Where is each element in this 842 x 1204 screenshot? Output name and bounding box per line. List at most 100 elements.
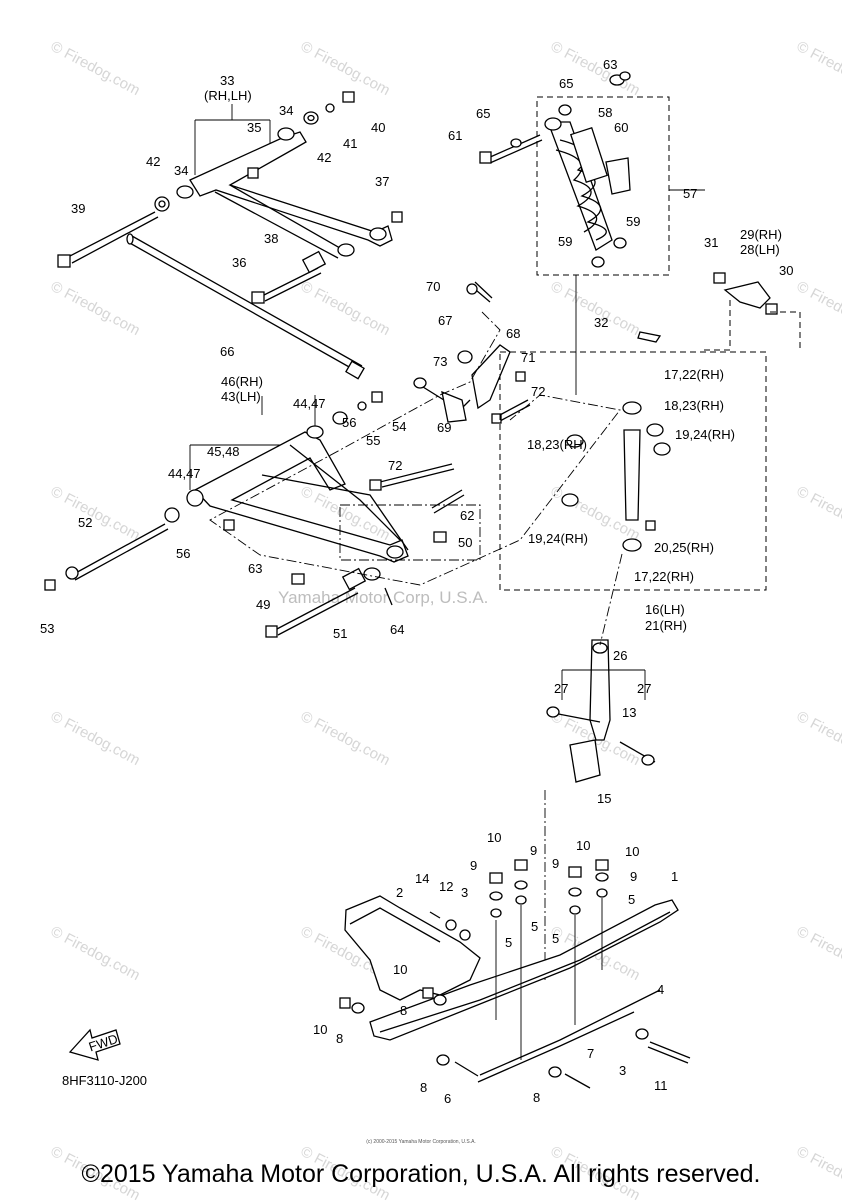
callout-label: 34 [174, 163, 188, 178]
callout-label: 68 [506, 326, 520, 341]
callout-label: 17,22(RH) [664, 367, 724, 382]
callout-label: 69 [437, 420, 451, 435]
callout-label: 54 [392, 419, 406, 434]
callout-label: 29(RH) [740, 227, 782, 242]
callout-label: 8 [400, 1003, 407, 1018]
callout-label: 8 [420, 1080, 427, 1095]
watermark-center: Yamaha Motor Corp, U.S.A. [278, 588, 489, 607]
callout-label: 44,47 [293, 396, 326, 411]
callout-label: 9 [530, 843, 537, 858]
callout-label: 34 [279, 103, 293, 118]
callout-label: 60 [614, 120, 628, 135]
callout-label: 8 [336, 1031, 343, 1046]
callout-label: 7 [587, 1046, 594, 1061]
callout-label: 5 [531, 919, 538, 934]
callout-label: 59 [558, 234, 572, 249]
callout-label: (RH,LH) [204, 88, 252, 103]
callout-label: 2 [396, 885, 403, 900]
callout-label: 17,22(RH) [634, 569, 694, 584]
callout-label: 57 [683, 186, 697, 201]
callout-label: 37 [375, 174, 389, 189]
callout-label: 36 [232, 255, 246, 270]
callout-label: 70 [426, 279, 440, 294]
callout-label: 27 [637, 681, 651, 696]
callout-label: 3 [619, 1063, 626, 1078]
callout-label: 56 [176, 546, 190, 561]
diagram-code: 8HF3110-J200 [62, 1073, 148, 1088]
callout-label: 18,23(RH) [527, 437, 587, 452]
callout-label: 21(RH) [645, 618, 687, 633]
callout-label: 14 [415, 871, 429, 886]
callout-label: 65 [476, 106, 490, 121]
callout-label: 72 [388, 458, 402, 473]
callout-label: 39 [71, 201, 85, 216]
callout-label: 15 [597, 791, 611, 806]
callout-label: 63 [248, 561, 262, 576]
callout-label: 43(LH) [221, 389, 261, 404]
callout-label: 19,24(RH) [528, 531, 588, 546]
callout-label: 65 [559, 76, 573, 91]
link-assembly [209, 275, 621, 586]
callout-label: 38 [264, 231, 278, 246]
callout-labels: 1 2 3 3 4 5 5 5 5 6 7 8 8 8 8 9 9 9 9 10… [40, 57, 793, 1106]
shock-absorber-assembly [479, 71, 705, 276]
callout-label: 71 [521, 350, 535, 365]
copyright-notice: ©2015 Yamaha Motor Corporation, U.S.A. A… [81, 1160, 761, 1188]
callout-label: 51 [333, 626, 347, 641]
callout-label: 10 [393, 962, 407, 977]
callout-label: 31 [704, 235, 718, 250]
upper-arm-assembly [57, 91, 403, 380]
callout-label: 13 [622, 705, 636, 720]
callout-label: 63 [603, 57, 617, 72]
callout-label: 58 [598, 105, 612, 120]
callout-label: 6 [444, 1091, 451, 1106]
callout-label: 1 [671, 869, 678, 884]
lower-arm-assembly [44, 391, 481, 638]
callout-label: 10 [576, 838, 590, 853]
callout-label: 10 [313, 1022, 327, 1037]
callout-label: 62 [460, 508, 474, 523]
callout-label: 50 [458, 535, 472, 550]
callout-label: 5 [628, 892, 635, 907]
callout-label: 52 [78, 515, 92, 530]
callout-label: 41 [343, 136, 357, 151]
callout-label: 16(LH) [645, 602, 685, 617]
callout-label: 46(RH) [221, 374, 263, 389]
callout-label: 53 [40, 621, 54, 636]
callout-label: 5 [505, 935, 512, 950]
fwd-arrow-icon [68, 1028, 121, 1061]
callout-label: 45,48 [207, 444, 240, 459]
callout-label: 35 [247, 120, 261, 135]
spindle-assembly [499, 272, 801, 980]
callout-label: 33 [220, 73, 234, 88]
callout-label: 59 [626, 214, 640, 229]
callout-label: 67 [438, 313, 452, 328]
ski-assembly [339, 859, 691, 1089]
callout-label: 72 [531, 384, 545, 399]
callout-label: 55 [366, 433, 380, 448]
callout-label: 18,23(RH) [664, 398, 724, 413]
callout-label: 56 [342, 415, 356, 430]
callout-label: 10 [487, 830, 501, 845]
callout-label: 9 [552, 856, 559, 871]
callout-label: 28(LH) [740, 242, 780, 257]
callout-label: 30 [779, 263, 793, 278]
callout-label: 42 [317, 150, 331, 165]
callout-label: 3 [461, 885, 468, 900]
callout-label: 66 [220, 344, 234, 359]
callout-label: 61 [448, 128, 462, 143]
callout-label: 20,25(RH) [654, 540, 714, 555]
callout-label: 5 [552, 931, 559, 946]
callout-label: 11 [654, 1078, 668, 1093]
callout-label: 73 [433, 354, 447, 369]
callout-label: 19,24(RH) [675, 427, 735, 442]
callout-label: 32 [594, 315, 608, 330]
small-copyright: (c) 2000-2015 Yamaha Motor Corporation, … [366, 1139, 476, 1145]
callout-label: 9 [630, 869, 637, 884]
callout-label: 9 [470, 858, 477, 873]
callout-label: 26 [613, 648, 627, 663]
callout-label: 10 [625, 844, 639, 859]
callout-label: 4 [657, 982, 664, 997]
callout-label: 42 [146, 154, 160, 169]
